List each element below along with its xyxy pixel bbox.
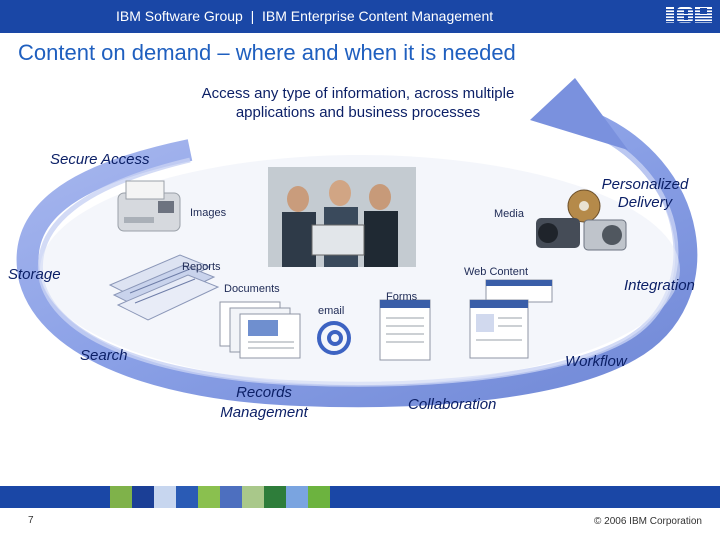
email-at-icon xyxy=(317,321,351,355)
label-email: email xyxy=(318,305,345,317)
header-title: IBM Software Group | IBM Enterprise Cont… xyxy=(116,8,494,24)
copyright: © 2006 IBM Corporation xyxy=(594,516,702,527)
intro-text: Access any type of information, across m… xyxy=(201,85,515,121)
slide-title: Content on demand – where and when it is… xyxy=(18,40,516,65)
fax-machine-icon xyxy=(117,180,181,232)
cycle-arrow-band xyxy=(16,109,698,408)
cycle-arrow-head xyxy=(530,78,628,150)
footer-band xyxy=(0,486,720,508)
label-search: Search xyxy=(80,347,128,364)
label-media: Media xyxy=(494,208,524,220)
ibm-logo-icon xyxy=(664,7,714,23)
label-collaboration: Collaboration xyxy=(408,396,497,413)
label-storage: Storage xyxy=(8,266,61,283)
label-images: Images xyxy=(190,207,227,219)
label-forms: Forms xyxy=(386,291,418,303)
header-bar: IBM Software Group | IBM Enterprise Cont… xyxy=(0,0,720,33)
label-records-management: Records Management xyxy=(220,384,308,421)
team-photo xyxy=(268,167,416,267)
label-reports: Reports xyxy=(182,261,221,273)
web-content-screens-icon xyxy=(469,279,553,359)
page-number: 7 xyxy=(28,515,34,526)
label-integration: Integration xyxy=(624,277,695,294)
label-secure-access: Secure Access xyxy=(50,151,150,168)
label-personalized-delivery: Personalized Delivery xyxy=(601,176,689,211)
media-devices-icon xyxy=(536,189,627,251)
label-workflow: Workflow xyxy=(565,353,627,370)
reports-stack-icon xyxy=(108,254,220,321)
label-documents: Documents xyxy=(224,283,280,295)
forms-screens-icon xyxy=(379,299,431,361)
label-web-content: Web Content xyxy=(464,266,529,278)
documents-icon xyxy=(219,301,301,359)
